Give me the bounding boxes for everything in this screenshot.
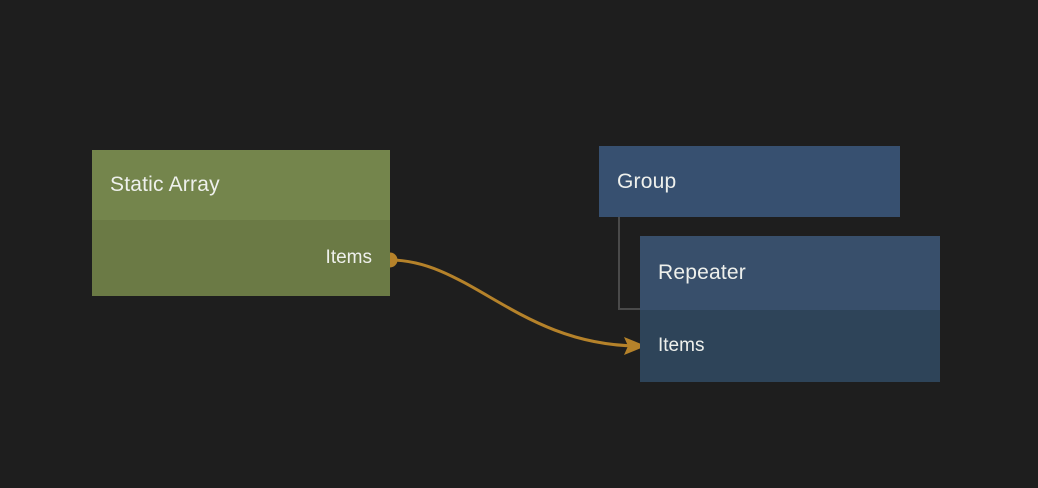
node-static-array-output-label: Items bbox=[325, 247, 372, 268]
node-repeater-input-label: Items bbox=[658, 335, 705, 356]
node-repeater-header[interactable]: Repeater bbox=[640, 236, 940, 310]
node-static-array-header[interactable]: Static Array bbox=[92, 150, 390, 220]
node-repeater-input-row[interactable]: Items bbox=[640, 310, 940, 382]
node-repeater[interactable]: Repeater Items bbox=[640, 236, 940, 382]
node-static-array[interactable]: Static Array Items bbox=[92, 150, 390, 296]
node-group-title: Group bbox=[617, 169, 677, 193]
node-group[interactable]: Group bbox=[599, 146, 900, 217]
group-child-bracket bbox=[618, 217, 644, 310]
node-static-array-output-row[interactable]: Items bbox=[92, 220, 390, 296]
connection-curve-static-array-items-to-repeater-items[interactable] bbox=[388, 258, 642, 348]
node-repeater-title: Repeater bbox=[658, 261, 746, 284]
node-static-array-title: Static Array bbox=[110, 173, 220, 196]
node-group-header[interactable]: Group bbox=[599, 146, 900, 217]
